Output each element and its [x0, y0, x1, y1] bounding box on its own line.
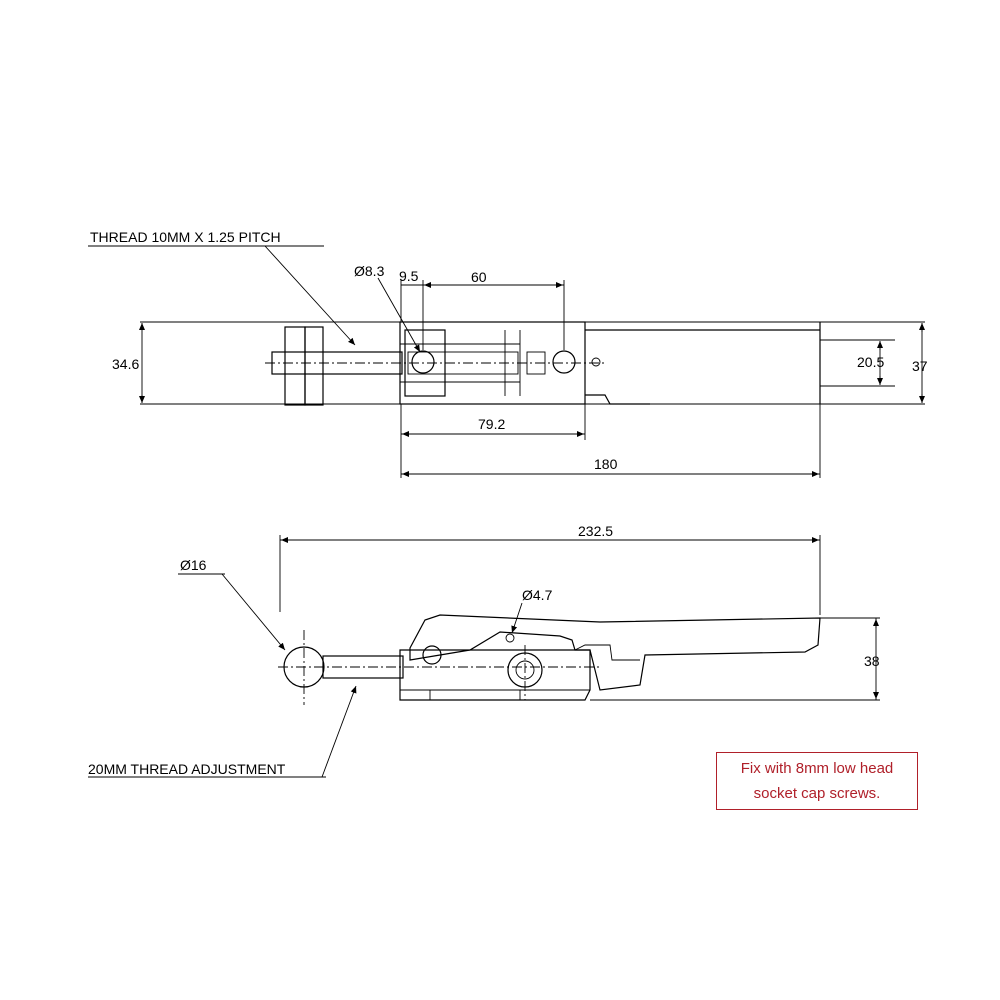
side-view: 232.5 Ø16 Ø4.7 38 — [88, 523, 880, 778]
top-hinge-block — [404, 329, 446, 397]
side-base — [399, 649, 591, 701]
top-knob — [284, 326, 306, 406]
side-lever — [409, 614, 821, 691]
top-knob-right — [304, 326, 324, 406]
side-rod — [322, 655, 404, 679]
hole-dia-leader — [377, 277, 421, 353]
dim-base-length: 79.2 — [478, 416, 505, 432]
handle-tab — [585, 394, 650, 405]
thread-label: THREAD 10MM X 1.25 PITCH — [90, 229, 281, 245]
note-line-2: socket cap screws. — [753, 785, 881, 802]
dim-side-height: 38 — [864, 653, 880, 669]
top-link — [407, 351, 519, 375]
note-line-1: Fix with 8mm low head — [740, 760, 894, 777]
dim-pin-dia: Ø4.7 — [522, 587, 553, 603]
adjust-leader — [321, 685, 357, 778]
dim-height-outer: 37 — [912, 358, 928, 374]
dim-hole-spacing: 60 — [471, 269, 487, 285]
knob-dia-leader — [221, 573, 286, 651]
dim-side-length: 232.5 — [578, 523, 613, 539]
mount-hole-left — [411, 350, 435, 374]
top-view: THREAD 10MM X 1.25 PITCH 34.6 — [88, 229, 928, 478]
mount-hole-right — [552, 350, 576, 374]
pin-dia-leader — [511, 602, 523, 634]
lever-pivot-hole — [422, 645, 442, 665]
dim-height-inner: 20.5 — [857, 354, 884, 370]
pin-hole — [505, 633, 515, 643]
dim-hole-dia: Ø8.3 — [354, 263, 385, 279]
dim-knob-dia: Ø16 — [180, 557, 207, 573]
adjust-label: 20MM THREAD ADJUSTMENT — [88, 761, 286, 777]
dim-hole-offset: 9.5 — [399, 268, 419, 284]
mounting-note: Fix with 8mm low head socket cap screws. — [716, 752, 918, 810]
dim-height-left: 34.6 — [112, 356, 139, 372]
thread-leader — [264, 245, 356, 346]
dim-overall-length: 180 — [594, 456, 618, 472]
